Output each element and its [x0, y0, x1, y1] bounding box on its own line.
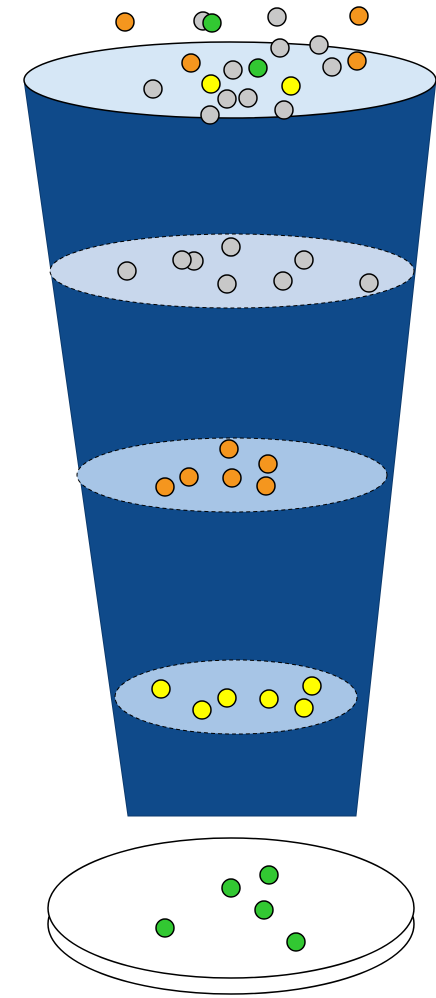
stage-1-ball: [222, 238, 240, 256]
stage-3-ball: [218, 689, 236, 707]
collection-dish: [48, 838, 414, 978]
input-ball-gray: [218, 90, 236, 108]
stage-2-ball: [156, 478, 174, 496]
stage-2-ball: [223, 469, 241, 487]
stage-3-ball: [152, 680, 170, 698]
stage-1-ball: [218, 275, 236, 293]
input-ball-orange: [116, 13, 134, 31]
output-ball: [260, 866, 278, 884]
stage-2-ball: [220, 440, 238, 458]
input-ball-gray: [323, 58, 341, 76]
input-ball-orange: [182, 54, 200, 72]
stage-3-ball: [260, 690, 278, 708]
output-ball: [222, 879, 240, 897]
output-ball: [255, 901, 273, 919]
stage-1-ball: [274, 272, 292, 290]
input-ball-gray: [271, 39, 289, 57]
input-ball-gray: [239, 89, 257, 107]
input-ball-yellow: [282, 77, 300, 95]
stage-2-ball: [257, 477, 275, 495]
input-ball-gray: [224, 61, 242, 79]
input-ball-gray: [144, 80, 162, 98]
input-ball-gray: [275, 101, 293, 119]
input-ball-gray: [310, 36, 328, 54]
stage-3-ball: [303, 677, 321, 695]
input-ball-yellow: [202, 75, 220, 93]
output-ball: [156, 919, 174, 937]
stage-2-ball: [259, 455, 277, 473]
input-ball-gray: [201, 106, 219, 124]
stage-3-ball: [295, 699, 313, 717]
stage-1-ball: [360, 274, 378, 292]
stage-1-ball: [295, 251, 313, 269]
stage-1-ball: [173, 251, 191, 269]
stage-3-ball: [193, 701, 211, 719]
stage-1-ball: [118, 262, 136, 280]
input-ball-green: [249, 59, 267, 77]
input-ball-orange: [348, 52, 366, 70]
input-ball-orange: [350, 7, 368, 25]
input-ball-green: [203, 14, 221, 32]
output-ball: [287, 933, 305, 951]
stage-2-ball: [180, 468, 198, 486]
input-ball-gray: [268, 8, 286, 26]
